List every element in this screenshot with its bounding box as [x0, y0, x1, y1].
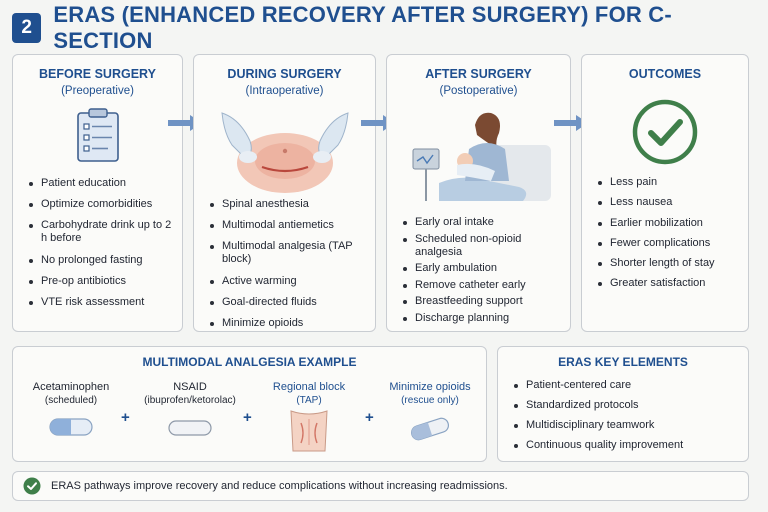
list-item: Pre-op antibiotics [27, 275, 176, 288]
capsule-icon [410, 417, 450, 441]
abdomen-illustration [194, 105, 375, 235]
phase-card-outcomes: OUTCOMES Less pain Less nausea Earlier m… [581, 54, 749, 332]
list-item: Greater satisfaction [596, 277, 742, 290]
list-item: Scheduled non-opioid analgesia [401, 233, 564, 259]
list-item: Multimodal analgesia (TAP block) [208, 240, 369, 266]
pill-icon [168, 420, 212, 436]
drug-detail: (scheduled) [44, 395, 98, 406]
list-item: Multimodal antiemetics [208, 219, 369, 232]
drug-minimize-opioids: Minimize opioids (rescue only) [383, 381, 477, 448]
list-item: Earlier mobilization [596, 217, 742, 230]
list-item: Shorter length of stay [596, 257, 742, 270]
phase-subtitle: (Preoperative) [61, 85, 134, 97]
eras-key-elements-panel: ERAS KEY ELEMENTS Patient-centered care … [497, 346, 749, 462]
drug-name: Acetaminophen [32, 381, 110, 393]
list-item: Breastfeeding support [401, 295, 564, 308]
drug-detail: (rescue only) [401, 395, 459, 406]
list-item: Standardized protocols [512, 399, 742, 412]
list-item: Less nausea [596, 196, 742, 209]
pill-icon [49, 418, 93, 436]
phase-title: DURING SURGERY [227, 67, 342, 81]
list-item: Active warming [208, 275, 369, 288]
list-item: Less pain [596, 176, 742, 189]
drug-nsaid: NSAID (ibuprofen/ketorolac) [137, 381, 243, 444]
list-item: Early oral intake [401, 216, 564, 229]
torso-block-icon [290, 410, 328, 452]
list-item: Multidisciplinary teamwork [512, 419, 742, 432]
drug-acetaminophen: Acetaminophen (scheduled) [27, 381, 115, 444]
list-item: Goal-directed fluids [208, 296, 369, 309]
list-item: Fewer complications [596, 237, 742, 250]
phase-title: OUTCOMES [628, 67, 702, 81]
mother-baby-illustration [387, 105, 570, 260]
plus-sign: + [365, 409, 374, 426]
list-item: Minimize opioids [208, 317, 369, 330]
list-item: Early ambulation [401, 262, 564, 275]
phase-item-list: Early oral intake Scheduled non-opioid a… [401, 216, 564, 328]
page-title: ERAS (ENHANCED RECOVERY AFTER SURGERY) F… [53, 2, 672, 53]
drug-detail: (ibuprofen/ketorolac) [144, 395, 236, 406]
footer-text: ERAS pathways improve recovery and reduc… [51, 480, 508, 492]
phase-card-before-surgery: BEFORE SURGERY (Preoperative) Patient ed… [12, 54, 183, 332]
multimodal-analgesia-panel: MULTIMODAL ANALGESIA EXAMPLE Acetaminoph… [12, 346, 487, 462]
clipboard-icon [13, 107, 182, 217]
key-element-list: Patient-centered care Standardized proto… [512, 379, 742, 459]
plus-sign: + [121, 409, 130, 426]
check-circle-icon [582, 97, 748, 207]
check-circle-icon [23, 477, 41, 495]
list-item: VTE risk assessment [27, 296, 176, 309]
drug-name: Regional block [272, 381, 346, 393]
list-item: Remove catheter early [401, 279, 564, 292]
phase-subtitle: (Postoperative) [439, 85, 518, 97]
list-item: Discharge planning [401, 312, 564, 325]
summary-footer: ERAS pathways improve recovery and reduc… [12, 471, 749, 501]
list-item: Patient education [27, 177, 176, 190]
phase-item-list: Spinal anesthesia Multimodal antiemetics… [208, 198, 369, 338]
list-item: Carbohydrate drink up to 2 h before [27, 219, 176, 245]
phase-title: AFTER SURGERY [425, 67, 532, 81]
drug-name: Minimize opioids [389, 381, 471, 393]
phase-item-list: Less pain Less nausea Earlier mobilizati… [596, 176, 742, 298]
phase-title: BEFORE SURGERY [39, 67, 156, 81]
phase-card-during-surgery: DURING SURGERY (Intraoperative) Spinal a… [193, 54, 376, 332]
phase-item-list: Patient education Optimize comorbidities… [27, 177, 176, 317]
plus-sign: + [243, 409, 252, 426]
section-number-badge: 2 [12, 13, 42, 43]
list-item: No prolonged fasting [27, 254, 176, 267]
header: 2 ERAS (ENHANCED RECOVERY AFTER SURGERY)… [12, 2, 756, 53]
phase-card-after-surgery: AFTER SURGERY (Postoperative) Early oral… [386, 54, 571, 332]
drug-detail: (TAP) [296, 395, 322, 406]
list-item: Patient-centered care [512, 379, 742, 392]
panel-title: MULTIMODAL ANALGESIA EXAMPLE [142, 355, 357, 369]
drug-regional-block: Regional block (TAP) [259, 381, 359, 458]
list-item: Continuous quality improvement [512, 439, 742, 452]
list-item: Optimize comorbidities [27, 198, 176, 211]
drug-name: NSAID [173, 381, 207, 393]
list-item: Spinal anesthesia [208, 198, 369, 211]
phase-subtitle: (Intraoperative) [245, 85, 324, 97]
flow-arrow-icon [552, 113, 590, 138]
panel-title: ERAS KEY ELEMENTS [558, 355, 688, 369]
